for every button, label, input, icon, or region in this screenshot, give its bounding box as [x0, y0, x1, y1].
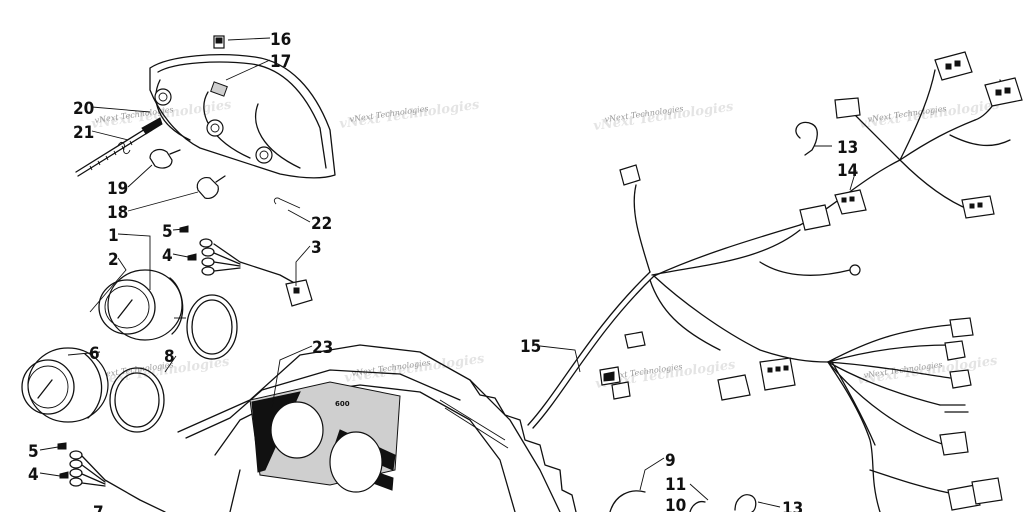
callout-19: 19	[107, 179, 128, 199]
callout-16: 16	[270, 30, 291, 50]
callout-11: 11	[665, 475, 686, 495]
callout-8: 8	[164, 347, 175, 367]
callout-23: 23	[312, 338, 333, 358]
callout-numbers: 16 17 20 21 19 18 22 1 5 3 2 4 6 8 23 15…	[28, 30, 858, 512]
gauge-1	[98, 269, 186, 341]
callout-9: 9	[665, 451, 676, 471]
leader-lines	[39, 37, 857, 508]
callout-1: 1	[108, 226, 119, 246]
callout-13-lower: 13	[782, 499, 803, 512]
callout-14: 14	[837, 161, 858, 181]
bezel-rings	[109, 294, 238, 433]
callout-5-lower: 5	[28, 442, 39, 462]
callout-15: 15	[520, 337, 541, 357]
callout-17: 17	[270, 52, 291, 72]
callout-18: 18	[107, 203, 128, 223]
socket-harness-lower	[57, 442, 166, 512]
callout-20: 20	[73, 99, 94, 119]
wiring-harness	[527, 51, 1023, 512]
callout-5-upper: 5	[162, 222, 173, 242]
callout-22: 22	[311, 214, 332, 234]
decal-badge: 600	[335, 400, 350, 408]
callout-2: 2	[108, 250, 119, 270]
callout-10: 10	[665, 496, 686, 512]
dash-hood: 600	[177, 344, 577, 512]
callout-4-lower: 4	[28, 465, 39, 485]
socket-harness-upper	[179, 225, 313, 307]
callout-7: 7	[93, 503, 104, 512]
headlight-assembly	[75, 35, 336, 209]
callout-21: 21	[73, 123, 94, 143]
callout-13-upper: 13	[837, 138, 858, 158]
callout-6: 6	[89, 344, 100, 364]
callout-3: 3	[311, 238, 322, 258]
gauge-6	[21, 347, 109, 423]
callout-4-upper: 4	[162, 246, 173, 266]
